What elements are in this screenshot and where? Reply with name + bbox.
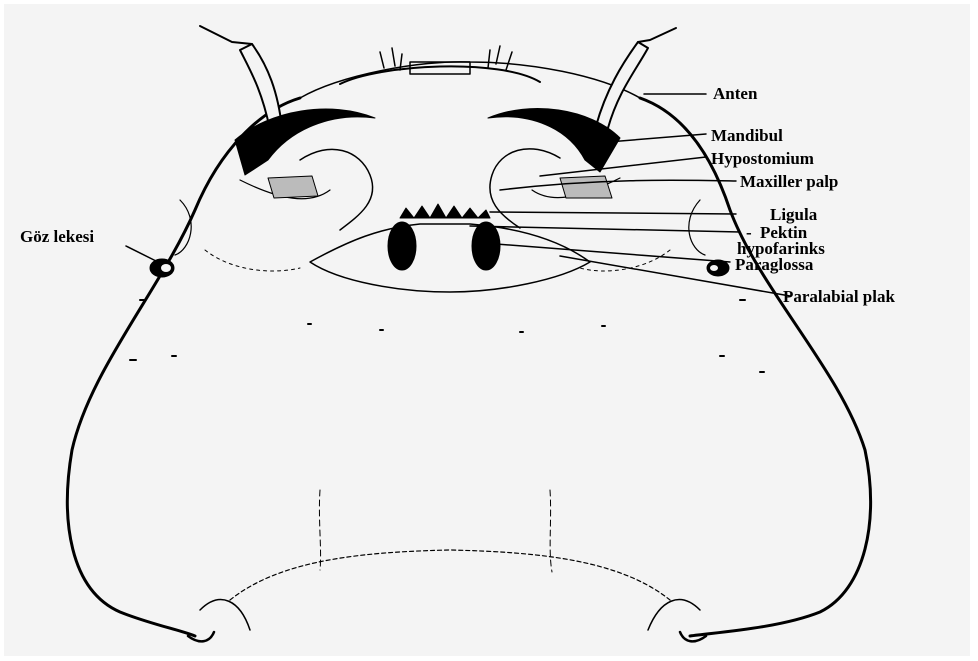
label-hypostomium: Hypostomium [711,150,814,167]
head-capsule-outline [67,98,300,636]
ligula [400,204,490,218]
leader-ligula [490,212,736,214]
labrum [340,66,540,84]
left-antenna-tip [200,26,252,44]
label-anten: Anten [713,85,757,102]
leader-maxiller-palp [500,180,736,190]
right-antenna-tip [638,28,676,42]
occipital-right [550,490,552,572]
occipital-left [319,490,320,570]
leader-mandibul [608,134,706,142]
label-paralabial-plak: Paralabial plak [783,288,895,305]
leader-goz-lekesi [126,246,158,262]
label-maxiller-palp: Maxiller palp [740,173,838,190]
label-mandibul: Mandibul [711,127,783,144]
left-mandible [235,109,375,175]
label-paraglossa: Paraglossa [735,256,813,273]
leader-hypostomium [540,157,706,176]
paralabial-plate [310,224,590,292]
label-ligula: Ligula [770,206,817,223]
label-goz-lekesi: Göz lekesi [20,228,94,245]
right-antenna [596,42,648,128]
